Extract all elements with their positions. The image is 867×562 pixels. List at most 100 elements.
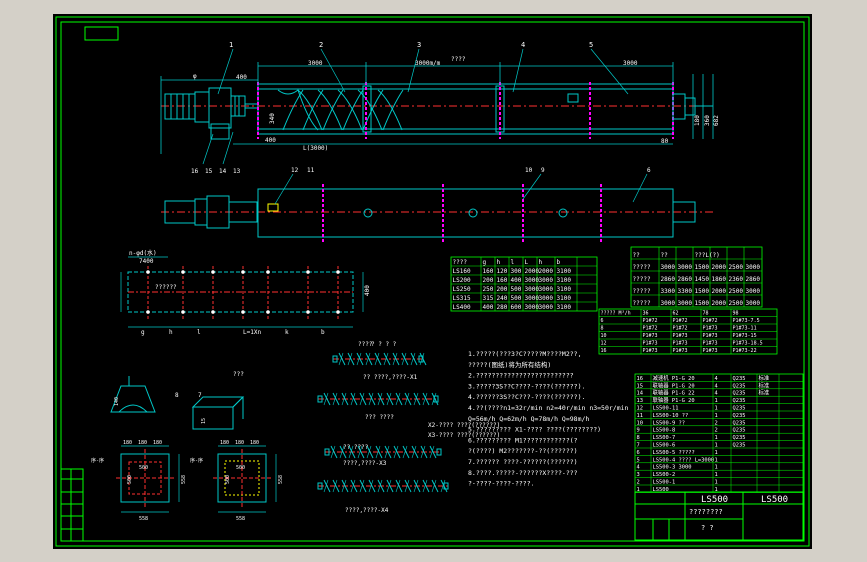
table-lengths-cell: ?? [661, 252, 669, 259]
part-3: 3 [417, 41, 421, 49]
table-dimensions-cell: 3100 [557, 304, 572, 311]
note-line: 6.????????? M1????????????(? [468, 436, 578, 444]
bom-cell: 1 [715, 450, 718, 456]
item-8: 8 [175, 392, 179, 399]
table-capacity-cell: P1#72 [673, 318, 688, 324]
trough-mid [257, 188, 674, 238]
table-lengths-cell: ????? [633, 288, 651, 295]
bom-cell: Q235 [733, 435, 746, 441]
item-15: 15 [201, 418, 207, 424]
bom-cell: 1 [715, 398, 718, 404]
bom-cell: LS500-3 3000 [653, 465, 692, 471]
magenta-joints [257, 82, 674, 139]
screw-4 [317, 479, 449, 493]
table-dimensions-cell: 240 [497, 295, 508, 302]
bom-cell: LS500 [653, 487, 669, 493]
item-mid: ??? [233, 371, 244, 378]
plan-k: k [285, 329, 289, 336]
table-capacity-cell: P1#72 [703, 318, 718, 324]
corner-box [84, 26, 119, 41]
part-13: 13 [233, 168, 241, 175]
note-line: ?(????) M2???????-??(??????) [468, 447, 578, 455]
table-dimensions-cell: 600 [511, 304, 522, 311]
bom-cell: LS500-8 [653, 428, 676, 434]
table-dimensions-cell: g [483, 259, 487, 266]
part-12: 12 [291, 167, 299, 174]
flange-r-558b: 558 [278, 475, 284, 484]
bom-cell: 9 [637, 428, 640, 434]
screw-3 [324, 445, 442, 459]
note-line: 3.?????3S??C????-????(??????). [468, 382, 585, 390]
table-dimensions-cell: LS315 [453, 295, 471, 302]
table-capacity-cell: 8 [601, 326, 604, 332]
bom-cell: 10 [637, 420, 644, 426]
table-capacity-cell: P1#73-18.5 [733, 341, 763, 347]
screw-2 [317, 392, 439, 406]
table-lengths-cell: 1860 [712, 276, 727, 283]
table-dimensions-cell: L [525, 259, 529, 266]
table-lengths-cell: ????? [633, 276, 651, 283]
table-lengths-cell: 2500 [729, 288, 744, 295]
part-15: 15 [205, 168, 213, 175]
dim-682: 682 [713, 115, 720, 126]
bom-cell: 1 [715, 472, 718, 478]
table-lengths-cell: 2000 [712, 264, 727, 271]
table-dimensions-cell: 300 [511, 268, 522, 275]
plan-L: L=1Xn [243, 329, 261, 336]
table-dimensions-cell: 280 [497, 304, 508, 311]
flange-l-558b: 558 [181, 475, 187, 484]
bom-cell: 标准 [759, 389, 770, 397]
screw-label-6: ?? ???? [343, 444, 369, 451]
table-lengths-cell: ?? [633, 252, 641, 259]
table-lengths-cell: ????? [633, 264, 651, 271]
flange-l-180c: 180 [153, 440, 162, 446]
dim-360: 360 [704, 115, 711, 126]
bom-cell: 2 [715, 428, 718, 434]
bom-cell: 1 [637, 487, 640, 493]
table-dimensions-cell: 2000 [539, 268, 554, 275]
plan-dim-top: 7400 [139, 258, 154, 265]
dim-340: 340 [269, 113, 276, 124]
bom-cell: 1 [715, 413, 718, 419]
title-ls500-b: LS500 [761, 495, 788, 505]
table-capacity-cell: P1#73 [703, 326, 718, 332]
drawing-sheet: 1 2 3 4 5 ???? 3000 3000m/m 3000 400 400… [53, 14, 812, 549]
flange-r-558a: 558 [236, 516, 245, 522]
table-dimensions-cell: 160 [497, 277, 508, 284]
part-9: 9 [541, 167, 545, 174]
bom-cell: 12 [637, 406, 644, 412]
dim-L3000: L(3000) [303, 145, 328, 152]
dim-180: 180 [694, 115, 701, 126]
bom-cell: 联轴器 P1-G 22 [653, 389, 695, 397]
table-dimensions-cell: LS400 [453, 304, 471, 311]
bom-cell: Q235 [733, 413, 746, 419]
bom-cell: LS500-7 [653, 435, 676, 441]
flange-l-label: 序-序 [91, 457, 104, 464]
bom-cell: 联轴器 P1-G 20 [653, 381, 695, 389]
screw-label-5: ????,????-X3 [343, 460, 387, 467]
cad-drawing: 1 2 3 4 5 ???? 3000 3000m/m 3000 400 400… [55, 16, 810, 547]
note-line: 4.??(????n1=32r/min n2=40r/min n3=50r/mi… [468, 404, 629, 412]
part-11: 11 [307, 167, 315, 174]
bom-cell: Q235 [733, 383, 746, 389]
technical-notes: 1.?????(???3?C?????M????M2??, ?????(图纸)将… [468, 350, 629, 488]
flange-r-180c: 180 [250, 440, 259, 446]
bom-cell: 标准 [759, 381, 770, 389]
bom-cell: 1 [715, 435, 718, 441]
table-capacity-cell: P1#72 [643, 318, 658, 324]
table-capacity-cell: P1#73 [643, 348, 658, 354]
bom-cell: 13 [637, 398, 644, 404]
top-view: 1 2 3 4 5 ???? 3000 3000m/m 3000 400 400… [160, 41, 720, 175]
plan-inner: ?????? [155, 284, 177, 291]
table-capacity-cell: 78 [703, 311, 709, 317]
table-dimensions-cell: LS160 [453, 268, 471, 275]
flange-details: 8 140 7 15 ??? 180 180 180 500 500 558 5… [91, 371, 284, 522]
table-dimensions-cell: 2000 [525, 268, 540, 275]
table-lengths-cell: 2000 [712, 288, 727, 295]
dim-400-b: 400 [265, 137, 276, 144]
table-lengths-cell: 3000 [661, 300, 676, 307]
bom-cell: LS500-11 [653, 406, 679, 412]
table-capacity-cell: 10 [601, 333, 607, 339]
